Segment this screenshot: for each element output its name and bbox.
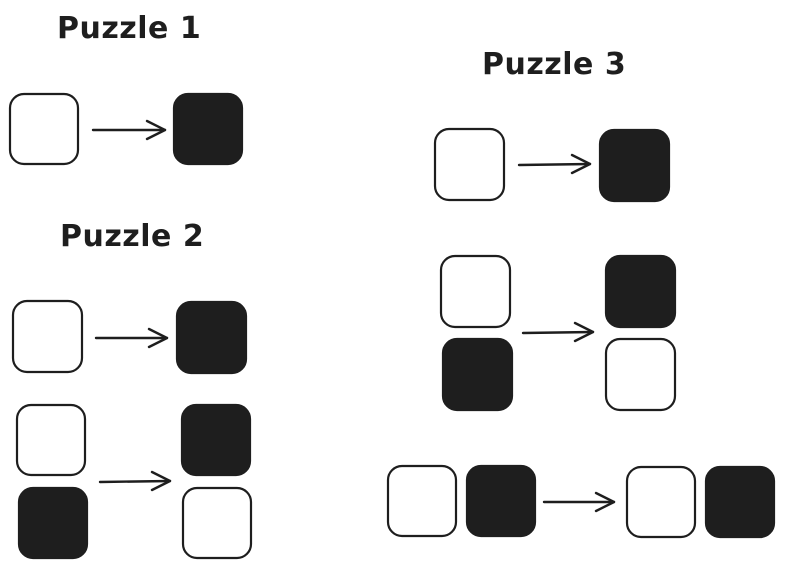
- puzzle-3-rule-1-after-cell-1: [598, 128, 671, 203]
- puzzle-3-rule-2-after-cell-1: [604, 254, 677, 329]
- puzzle-2-group: [11, 299, 253, 560]
- puzzle-3-rule-2: [439, 254, 677, 412]
- puzzle-3-rule-2-after-cell-2: [604, 337, 677, 412]
- puzzle-2-rule-2: [15, 403, 253, 560]
- puzzle-3-rule-3-arrowhead: [594, 491, 616, 513]
- puzzle-1-rule-1-after-cell-1: [172, 92, 244, 166]
- puzzle-2-rule-1: [11, 299, 248, 375]
- puzzle-3-title: Puzzle 3: [482, 47, 627, 82]
- puzzle-3-group: [386, 127, 776, 539]
- puzzle-2-rule-1-arrowhead: [147, 327, 169, 349]
- puzzle-3-rule-1-arrowhead: [570, 153, 592, 175]
- puzzle-1-rule-1: [8, 92, 244, 166]
- puzzle-3-rule-2-before-cell-1: [439, 254, 512, 329]
- puzzle-3-rule-2-before-cell-2: [441, 337, 514, 412]
- puzzle-3-rule-1-before-cell-1: [433, 127, 506, 202]
- puzzle-2-rule-2-before-cell-1: [15, 403, 87, 477]
- puzzle-2-rule-2-after-cell-2: [181, 486, 253, 560]
- puzzle-2-rule-2-arrowhead: [150, 470, 172, 492]
- puzzle-2-rule-2-before-cell-2: [17, 486, 89, 560]
- puzzle-3-rule-1-arrow: [517, 162, 592, 167]
- puzzle-2-rule-2-arrow: [98, 479, 172, 484]
- puzzle-2-title: Puzzle 2: [60, 219, 205, 254]
- puzzle-1-title: Puzzle 1: [57, 11, 202, 46]
- puzzle-1-rule-1-before-cell-1: [8, 92, 80, 166]
- puzzle-2-rule-2-after-cell-1: [180, 403, 252, 477]
- puzzle-3-rule-2-arrowhead: [573, 321, 595, 343]
- puzzle-3-rule-3-before-cell-1: [386, 464, 458, 538]
- puzzle-1-rule-1-arrowhead: [145, 119, 167, 141]
- puzzle-2-rule-1-before-cell-1: [11, 299, 84, 374]
- puzzle-3-rule-3-after-cell-1: [625, 465, 697, 539]
- puzzle-3-rule-3: [386, 464, 776, 539]
- puzzle-2-rule-1-after-cell-1: [175, 300, 248, 375]
- puzzle-3-rule-3-before-cell-2: [465, 464, 537, 538]
- puzzle-3-rule-2-arrow: [521, 330, 595, 335]
- puzzle-1-group: [8, 92, 244, 166]
- puzzle-3-rule-3-after-cell-2: [704, 465, 776, 539]
- puzzle-3-rule-1: [433, 127, 671, 203]
